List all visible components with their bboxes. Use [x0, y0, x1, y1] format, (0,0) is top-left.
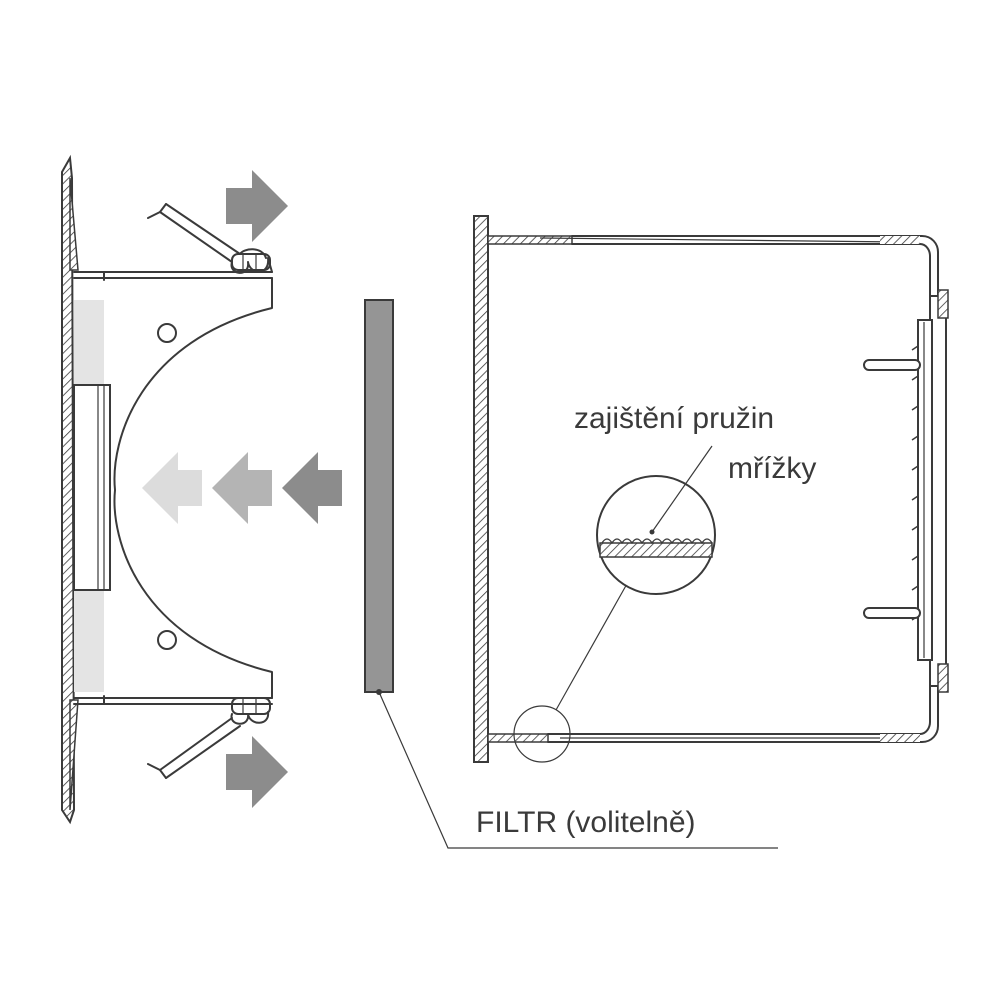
filter-panel: [364, 299, 394, 693]
flow-arrow-icon: [282, 452, 342, 524]
flow-arrow-icon: [226, 170, 288, 242]
grille-front-plate: [61, 154, 76, 825]
mount-hole-icon: [157, 630, 177, 650]
spring-pin: [863, 359, 921, 371]
spring-lock-leader: [651, 445, 713, 533]
detail-source-circle: [513, 705, 571, 763]
grille-label: mřížky: [728, 452, 816, 485]
detail-magnifier: [596, 475, 716, 595]
flow-arrow-icon: [212, 452, 272, 524]
grille-mount-frame: [917, 319, 933, 661]
grille-bracket-arc: [113, 277, 273, 699]
filter-label: FILTR (volitelně): [476, 806, 696, 839]
spring-lock-label: zajištění pružin: [574, 402, 774, 435]
upper-flange: [69, 177, 79, 271]
filter-leader-line: [378, 691, 778, 849]
spring-pin: [863, 607, 921, 619]
flow-arrow-icon: [142, 452, 202, 524]
lower-spring: [147, 697, 271, 779]
flow-arrow-icon: [226, 736, 288, 808]
lower-flange: [69, 699, 79, 811]
housing-section: zajištění pružin mřížky: [473, 215, 949, 763]
detail-leader-line: [555, 581, 629, 711]
mount-hole-icon: [157, 323, 177, 343]
grille-side-view: [61, 154, 342, 825]
filter: FILTR (volitelně): [364, 299, 778, 849]
upper-spring: [147, 203, 273, 274]
housing-flange: [473, 215, 489, 763]
